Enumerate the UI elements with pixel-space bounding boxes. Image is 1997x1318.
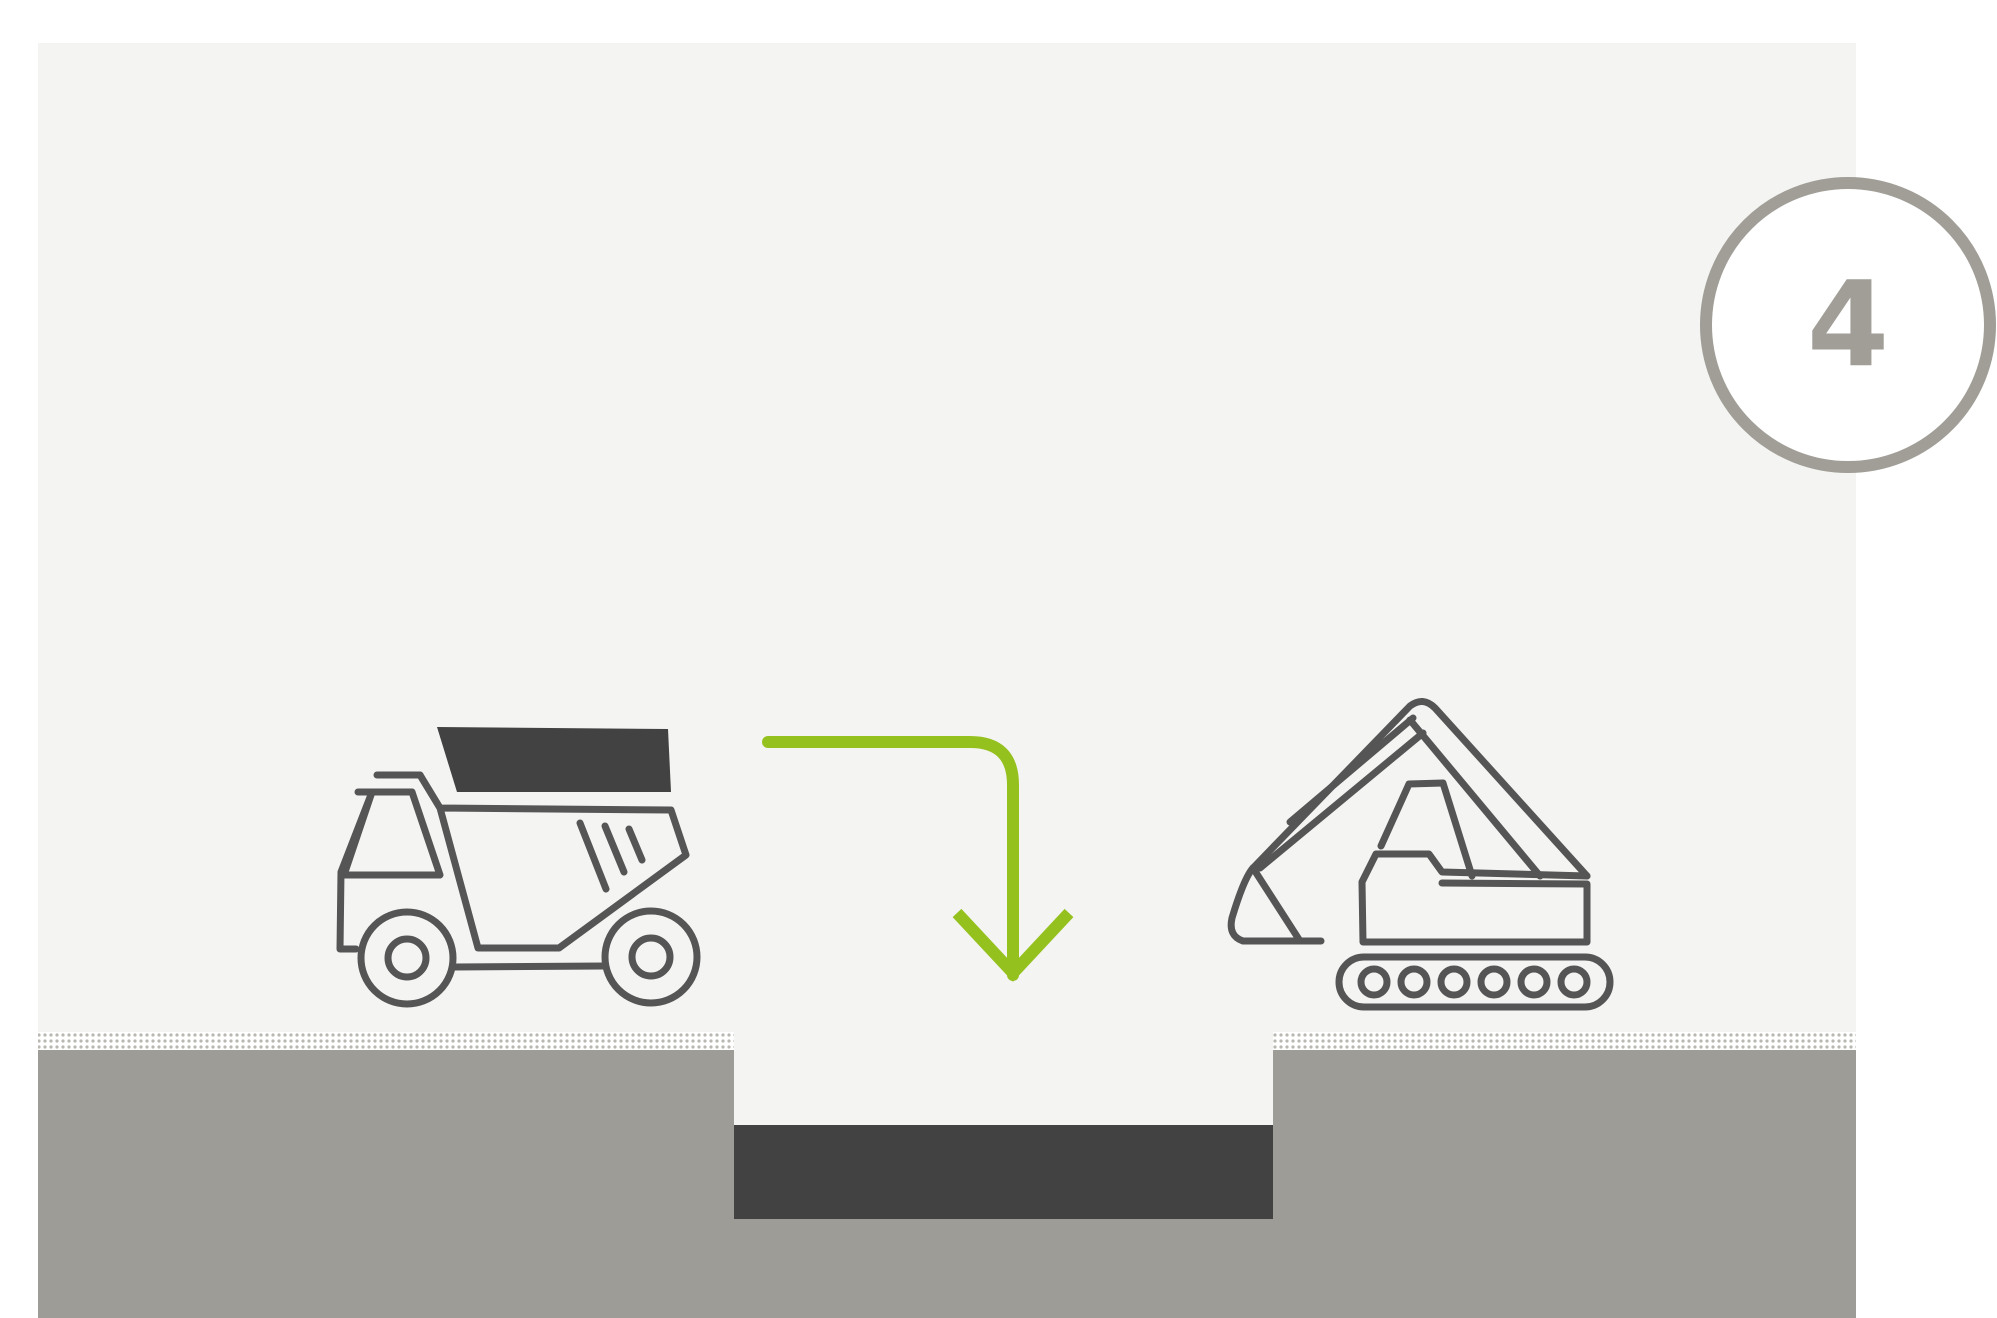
step-badge: 4 [1706,183,1990,467]
surface-strip-left [38,1032,734,1050]
surface-strip-right [1273,1032,1856,1050]
trench-fill-material [734,1125,1273,1219]
truck-load [437,727,671,792]
step-number: 4 [1807,255,1889,393]
